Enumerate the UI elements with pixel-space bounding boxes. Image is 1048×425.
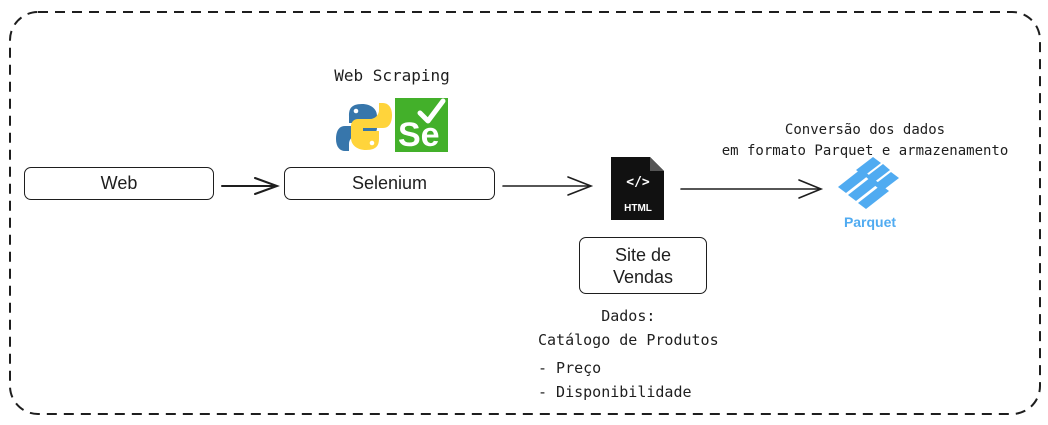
node-site-de-vendas[interactable]: Site de Vendas [579, 237, 707, 294]
arrow-selenium-to-html [502, 176, 594, 196]
arrow-html-to-parquet [680, 179, 824, 199]
parquet-logo: Parquet [838, 157, 899, 230]
html-code-glyph: </> [626, 175, 650, 190]
outer-frame [9, 11, 1041, 415]
html-file-icon: </> HTML [611, 157, 664, 220]
conversion-caption: Conversão dos dados em formato Parquet e… [700, 120, 1030, 162]
html-file-label: HTML [624, 203, 652, 214]
python-logo [336, 103, 392, 151]
web-scraping-label: Web Scraping [334, 66, 450, 85]
dados-block: Dados: Catálogo de Produtos - Preço - Di… [538, 304, 719, 404]
arrow-web-to-selenium [221, 177, 280, 195]
node-web-label: Web [100, 173, 138, 193]
dados-item-disponibilidade: - Disponibilidade [538, 383, 692, 401]
dados-subtitle: Catálogo de Produtos [538, 331, 719, 349]
node-site-label: Site de Vendas [612, 244, 674, 287]
selenium-logo: Se [395, 98, 448, 154]
conversion-line-2: em formato Parquet e armazenamento [721, 143, 1009, 159]
dados-title: Dados: [601, 307, 656, 325]
dados-item-preco: - Preço [538, 359, 602, 377]
node-selenium-label: Selenium [351, 173, 428, 193]
selenium-logo-text: Se [398, 116, 440, 154]
node-selenium[interactable]: Selenium [284, 167, 495, 200]
conversion-line-1: Conversão dos dados [784, 122, 946, 138]
parquet-logo-text: Parquet [844, 214, 896, 230]
node-web[interactable]: Web [24, 167, 214, 200]
